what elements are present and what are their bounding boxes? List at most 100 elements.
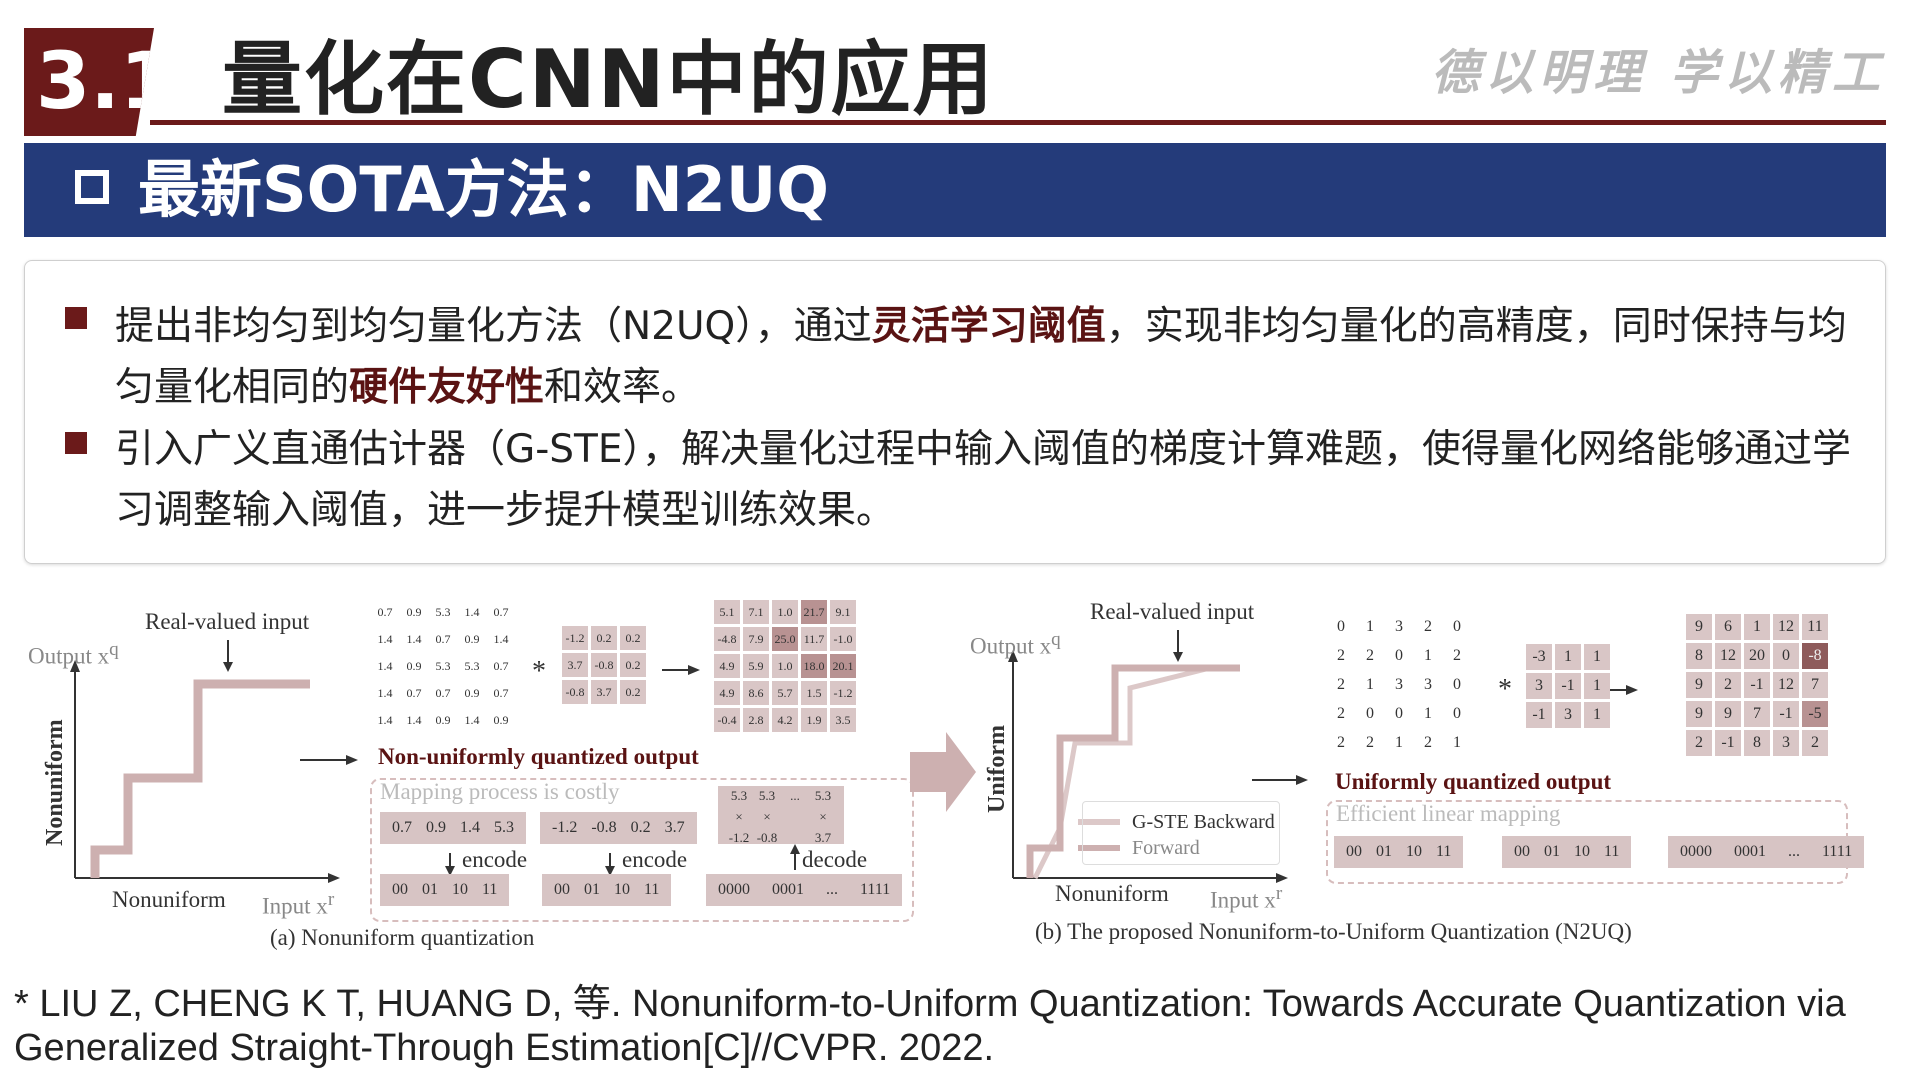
- matrix-cell: 3.5: [830, 708, 856, 732]
- matrix-cell: 2: [1337, 705, 1345, 722]
- matrix-cell: 1: [1366, 676, 1374, 693]
- matrix-cell: 1.4: [493, 632, 509, 646]
- chip-value: 3.7: [664, 819, 685, 836]
- matrix-cell: 21.7: [801, 600, 827, 624]
- y-axis-label: Uniform: [984, 725, 1010, 813]
- figure-b-plot: [1008, 630, 1638, 883]
- matrix-cell: 0.7: [493, 605, 509, 619]
- chip-value: 01: [1376, 843, 1392, 860]
- matrix-cell: 0.7: [406, 686, 422, 700]
- matrix-cell: 5.3: [435, 605, 451, 619]
- motto-logo: 德以明理 学以精工: [1431, 45, 1886, 101]
- chip-value: ...: [826, 881, 838, 898]
- matrix-cell: 2: [1453, 647, 1461, 664]
- legend-backward: G-STE Backward: [1132, 811, 1275, 833]
- matrix-cell: 1.4: [377, 632, 393, 646]
- matrix-cell: 8: [1686, 643, 1712, 669]
- matrix-cell: 1: [1584, 673, 1610, 699]
- matrix-cell: 4.9: [714, 654, 740, 678]
- matrix-cell: 20: [1744, 643, 1770, 669]
- matrix-cell: 1.9: [801, 708, 827, 732]
- chip-value: [782, 828, 808, 847]
- chip-value: 0000: [1680, 843, 1712, 860]
- convolution-operator: *: [532, 656, 546, 687]
- matrix-cell: 3: [1395, 618, 1403, 635]
- output-axis-label: Output xq: [970, 629, 1061, 659]
- chip-value: 0001: [772, 881, 804, 898]
- matrix-cell: -1.0: [830, 627, 856, 651]
- transition-arrow-icon: [910, 732, 976, 812]
- matrix-cell: 1.0: [772, 600, 798, 624]
- chip-value: ...: [1788, 843, 1800, 860]
- matrix-cell: 8.6: [743, 681, 769, 705]
- matrix-cell: 8: [1744, 730, 1770, 756]
- matrix-cell: 0.2: [620, 680, 646, 704]
- chip-value: 00: [554, 881, 570, 898]
- highlight-run: 硬件友好性: [349, 365, 545, 410]
- matrix-cell: 1.0: [772, 654, 798, 678]
- matrix-cell: 2: [1424, 618, 1432, 635]
- matrix-cell: 0: [1395, 705, 1403, 722]
- citation-line-1: * LIU Z, CHENG K T, HUANG D, 等. Nonunifo…: [14, 983, 1846, 1025]
- section-number: 3.1: [24, 28, 154, 136]
- legend-forward: Forward: [1132, 837, 1200, 859]
- input-axis-label: Input xr: [262, 889, 335, 919]
- chip-value: 0.9: [426, 819, 446, 836]
- chip-value: 00: [1514, 843, 1530, 860]
- matrix-cell: 9.1: [830, 600, 856, 624]
- output-title: Uniformly quantized output: [1335, 769, 1612, 794]
- matrix-cell: 1: [1366, 618, 1374, 635]
- checkbox-square-icon: [75, 170, 109, 204]
- matrix-cell: 7.1: [743, 600, 769, 624]
- matrix-cell: 1: [1453, 734, 1461, 751]
- matrix-cell: 2: [1802, 730, 1828, 756]
- highlight-run: 灵活学习阈值: [871, 304, 1106, 349]
- matrix-cell: 0: [1453, 705, 1461, 722]
- matrix-cell: 1.4: [377, 659, 393, 673]
- chip-value: 01: [584, 881, 600, 898]
- matrix-cell: 0: [1453, 676, 1461, 693]
- matrix-cell: 3: [1424, 676, 1432, 693]
- chip-value: 11: [482, 881, 498, 898]
- chip-value: 5.3: [494, 819, 514, 836]
- page-title: 量化在CNN中的应用: [222, 33, 995, 126]
- matrix-cell: 25.0: [772, 627, 798, 651]
- chip-value: 01: [1544, 843, 1560, 860]
- figure-a: Output xq Real-valued input Nonuniform N…: [20, 578, 920, 958]
- chip-value: 0.2: [630, 819, 651, 836]
- matrix-cell: -0.8: [562, 680, 588, 704]
- chip-value: 01: [422, 881, 438, 898]
- y-axis-label: Nonuniform: [42, 719, 68, 846]
- matrix-cell: -1: [1555, 673, 1581, 699]
- matrix-cell: 1: [1555, 644, 1581, 670]
- text-run: 提出非均匀到均匀量化方法（N2UQ），通过: [115, 304, 872, 349]
- matrix-cell: -8: [1802, 643, 1828, 669]
- matrix-cell: 3.7: [562, 653, 588, 677]
- matrix-cell: 2: [1686, 730, 1712, 756]
- matrix-cell: 0: [1773, 643, 1799, 669]
- matrix-cell: 1.4: [464, 713, 480, 727]
- matrix-cell: 0.9: [406, 659, 422, 673]
- chip-value: 1111: [1822, 843, 1853, 860]
- matrix-cell: 1.5: [801, 681, 827, 705]
- chip-value: 5.3: [758, 788, 776, 803]
- matrix-cell: -4.8: [714, 627, 740, 651]
- chip-value: -0.8: [756, 830, 778, 845]
- matrix-cell: 7: [1802, 672, 1828, 698]
- matrix-cell: 0.7: [435, 632, 451, 646]
- matrix-cell: 0.2: [620, 626, 646, 650]
- matrix-cell: 0.9: [435, 713, 451, 727]
- matrix-cell: -1: [1715, 730, 1741, 756]
- matrix-cell: 5.3: [464, 659, 480, 673]
- chip-value: 0.7: [392, 819, 412, 836]
- matrix-cell: 3: [1555, 702, 1581, 728]
- chip-value: -1.2: [552, 819, 578, 836]
- matrix-cell: 0: [1453, 618, 1461, 635]
- matrix-cell: 1.4: [406, 632, 422, 646]
